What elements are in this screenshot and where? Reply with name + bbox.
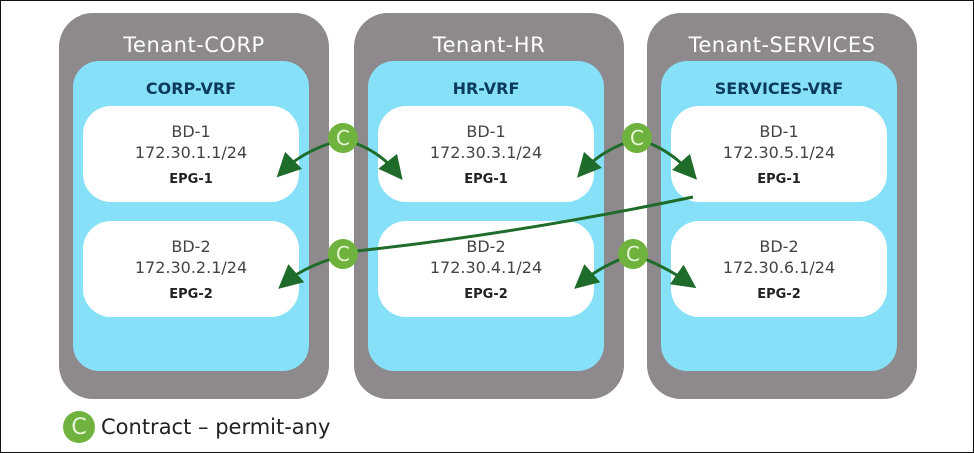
contract-arrow bbox=[276, 141, 332, 178]
bd-box: BD-2 172.30.2.1/24 EPG-2 bbox=[83, 221, 299, 317]
bd-box: BD-2 172.30.4.1/24 EPG-2 bbox=[378, 221, 594, 317]
bd-name: BD-2 bbox=[466, 237, 506, 256]
contract-arrow bbox=[278, 257, 332, 289]
svg-text:C: C bbox=[626, 242, 640, 266]
epg-label: EPG-2 bbox=[757, 287, 801, 302]
bd-name: BD-2 bbox=[171, 237, 211, 256]
contract-arrow bbox=[354, 141, 403, 181]
epg-label: EPG-2 bbox=[464, 287, 508, 302]
bd-name: BD-2 bbox=[759, 237, 799, 256]
vrf-title: CORP-VRF bbox=[145, 79, 237, 98]
tenant-services: Tenant-SERVICES SERVICES-VRF BD-1 172.30… bbox=[647, 13, 917, 399]
epg-label: EPG-2 bbox=[169, 287, 213, 302]
legend-text: Contract – permit-any bbox=[101, 415, 331, 439]
vrf-title: SERVICES-VRF bbox=[714, 79, 844, 98]
bd-name: BD-1 bbox=[171, 122, 211, 141]
contract-arrow bbox=[577, 141, 626, 178]
epg-label: EPG-1 bbox=[464, 172, 508, 187]
bd-subnet: 172.30.2.1/24 bbox=[134, 258, 248, 277]
vrf-hr: HR-VRF BD-1 172.30.3.1/24 EPG-1 BD-2 172… bbox=[368, 61, 604, 371]
contract-arrow bbox=[648, 141, 698, 180]
contract-icon: C bbox=[622, 123, 652, 153]
svg-text:C: C bbox=[630, 126, 644, 150]
bd-name: BD-1 bbox=[466, 122, 506, 141]
contract-icon: C bbox=[328, 123, 358, 153]
legend: C Contract – permit-any bbox=[63, 411, 330, 443]
svg-text:C: C bbox=[336, 242, 350, 266]
tenant-title: Tenant-HR bbox=[432, 33, 546, 57]
bd-subnet: 172.30.6.1/24 bbox=[722, 258, 836, 277]
bd-box: BD-1 172.30.5.1/24 EPG-1 bbox=[671, 106, 887, 202]
epg-label: EPG-1 bbox=[757, 172, 801, 187]
bd-box: BD-1 172.30.3.1/24 EPG-1 bbox=[378, 106, 594, 202]
bd-subnet: 172.30.3.1/24 bbox=[429, 143, 543, 162]
vrf-services: SERVICES-VRF BD-1 172.30.5.1/24 EPG-1 BD… bbox=[661, 61, 897, 371]
contract-arrow bbox=[644, 257, 697, 289]
tenant-hr: Tenant-HR HR-VRF BD-1 172.30.3.1/24 EPG-… bbox=[354, 13, 624, 399]
contract-icon: C bbox=[328, 239, 358, 269]
svg-text:C: C bbox=[336, 126, 350, 150]
contract-arrow bbox=[356, 195, 694, 253]
tenant-title: Tenant-SERVICES bbox=[688, 33, 876, 57]
vrf-corp: CORP-VRF BD-1 172.30.1.1/24 EPG-1 BD-2 1… bbox=[73, 61, 309, 371]
contract-icon: C bbox=[63, 411, 95, 443]
bd-name: BD-1 bbox=[759, 122, 799, 141]
bd-box: BD-1 172.30.1.1/24 EPG-1 bbox=[83, 106, 299, 202]
bd-subnet: 172.30.1.1/24 bbox=[134, 143, 248, 162]
tenant-title: Tenant-CORP bbox=[123, 33, 265, 57]
contract-arrow bbox=[574, 257, 622, 289]
bd-subnet: 172.30.5.1/24 bbox=[722, 143, 836, 162]
bd-box: BD-2 172.30.6.1/24 EPG-2 bbox=[671, 221, 887, 317]
tenant-corp: Tenant-CORP CORP-VRF BD-1 172.30.1.1/24 … bbox=[59, 13, 329, 399]
bd-subnet: 172.30.4.1/24 bbox=[429, 258, 543, 277]
epg-label: EPG-1 bbox=[169, 172, 213, 187]
vrf-title: HR-VRF bbox=[452, 79, 520, 98]
contract-icon: C bbox=[618, 239, 648, 269]
